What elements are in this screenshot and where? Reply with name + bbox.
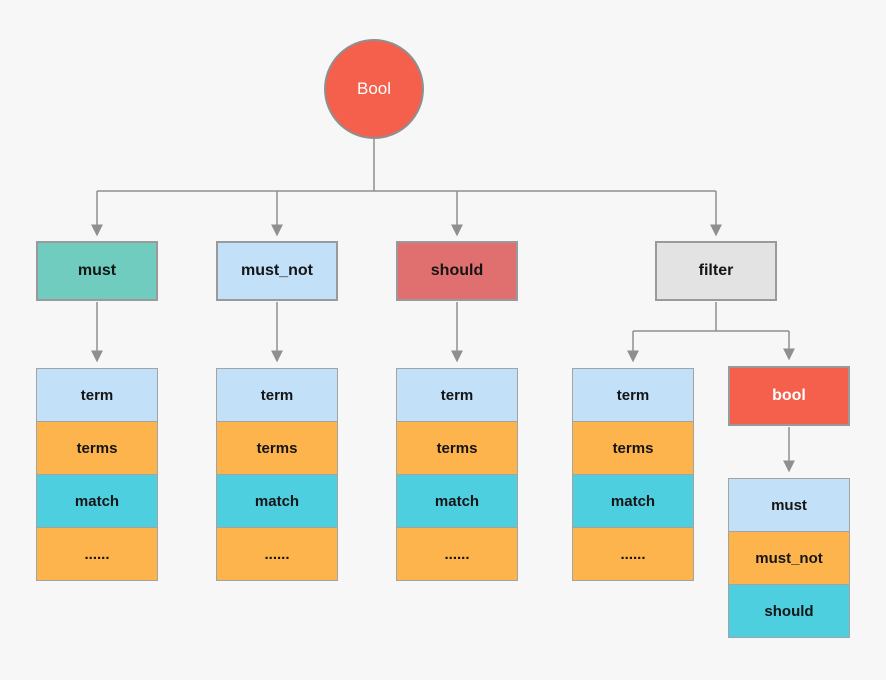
node-filter: filter [655,241,777,301]
node-nested-bool: bool [728,366,850,426]
stack-row-term: term [396,368,518,422]
stack-row-more: ...... [36,527,158,581]
node-should: should [396,241,518,301]
stack-row-more: ...... [216,527,338,581]
node-must-not: must_not [216,241,338,301]
stack-under-filter: term terms match ...... [572,368,694,581]
stack-under-must-not: term terms match ...... [216,368,338,581]
stack-row-match: match [36,474,158,528]
stack-row-match: match [572,474,694,528]
node-must: must [36,241,158,301]
stack-row-more: ...... [396,527,518,581]
stack-row-term: term [216,368,338,422]
stack-row-match: match [216,474,338,528]
stack-row-terms: terms [572,421,694,475]
stack-row-term: term [572,368,694,422]
stack-row-must: must [728,478,850,532]
stack-under-nested-bool: must must_not should [728,478,850,638]
root-node-bool: Bool [324,39,424,139]
stack-row-terms: terms [396,421,518,475]
stack-row-terms: terms [216,421,338,475]
stack-row-match: match [396,474,518,528]
stack-row-must-not: must_not [728,531,850,585]
stack-row-term: term [36,368,158,422]
stack-row-more: ...... [572,527,694,581]
stack-row-terms: terms [36,421,158,475]
stack-under-should: term terms match ...... [396,368,518,581]
stack-row-should: should [728,584,850,638]
stack-under-must: term terms match ...... [36,368,158,581]
